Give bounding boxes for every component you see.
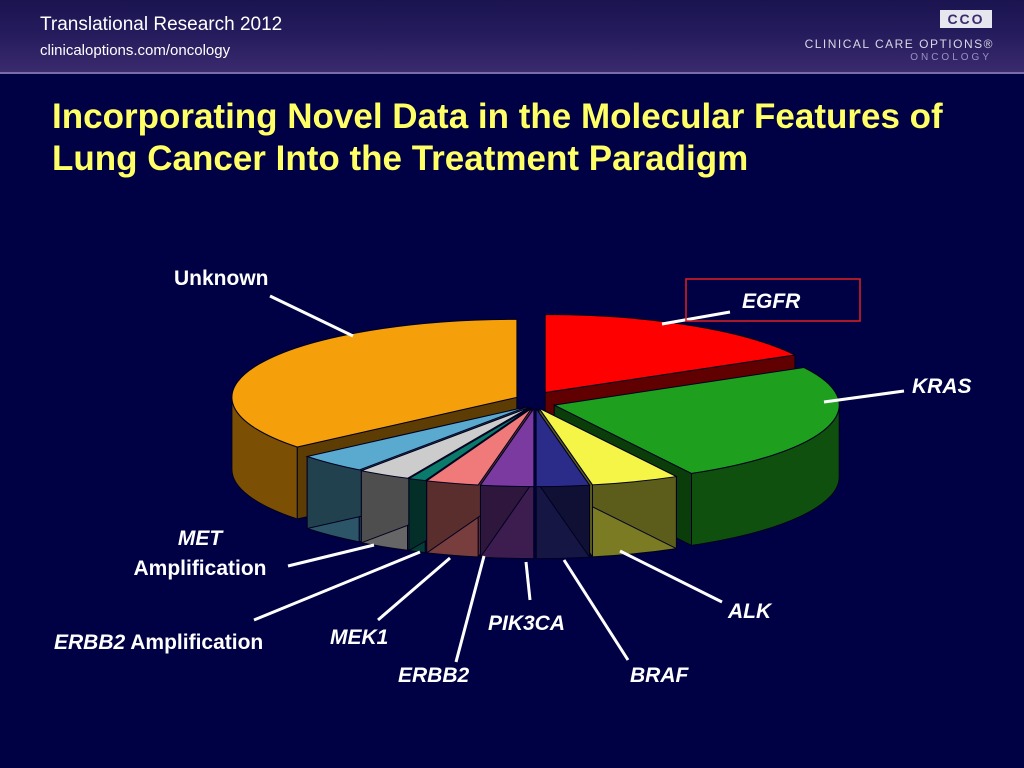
slice-label-erbb2: ERBB2: [398, 664, 470, 687]
slide-title: Incorporating Novel Data in the Molecula…: [52, 97, 943, 178]
slice-label-alk: ALK: [727, 600, 773, 623]
leader-line-met-amplification: [287, 543, 375, 568]
conference-url[interactable]: clinicaloptions.com/oncology: [40, 42, 231, 59]
leader-line-mek1: [377, 556, 451, 622]
slice-label-kras: KRAS: [912, 375, 972, 398]
leader-line-braf: [562, 559, 630, 661]
logo-text: CLINICAL CARE OPTIONS®: [804, 37, 994, 51]
header-bar: Translational Research 2012 clinicalopti…: [0, 0, 1024, 72]
cco-logo-mark: CCO: [940, 10, 992, 28]
slice-label-erbb2-amplification: ERBB2 Amplification: [54, 631, 263, 654]
header-divider: [0, 72, 1024, 74]
label-highlight-box-egfr: [685, 278, 861, 322]
leader-line-pik3ca: [524, 561, 532, 601]
conference-title: Translational Research 2012: [40, 14, 283, 35]
logo-subtitle: ONCOLOGY: [910, 52, 992, 63]
leader-line-kras: [823, 389, 905, 404]
leader-line-erbb2: [454, 555, 486, 663]
slice-label-mek1: MEK1: [330, 626, 388, 649]
slice-label-egfr: EGFR: [742, 290, 801, 313]
slice-label-braf: BRAF: [630, 664, 689, 687]
pie-slice-pik3ca: [479, 406, 535, 560]
slice-label-unknown: Unknown: [174, 267, 269, 290]
leader-line-egfr: [661, 310, 731, 326]
slice-label-pik3ca: PIK3CA: [488, 612, 565, 635]
leader-line-alk: [619, 549, 723, 604]
leader-line-erbb2-amplification: [253, 550, 421, 622]
pie-slice-braf: [535, 406, 591, 560]
leader-line-unknown: [269, 294, 354, 338]
